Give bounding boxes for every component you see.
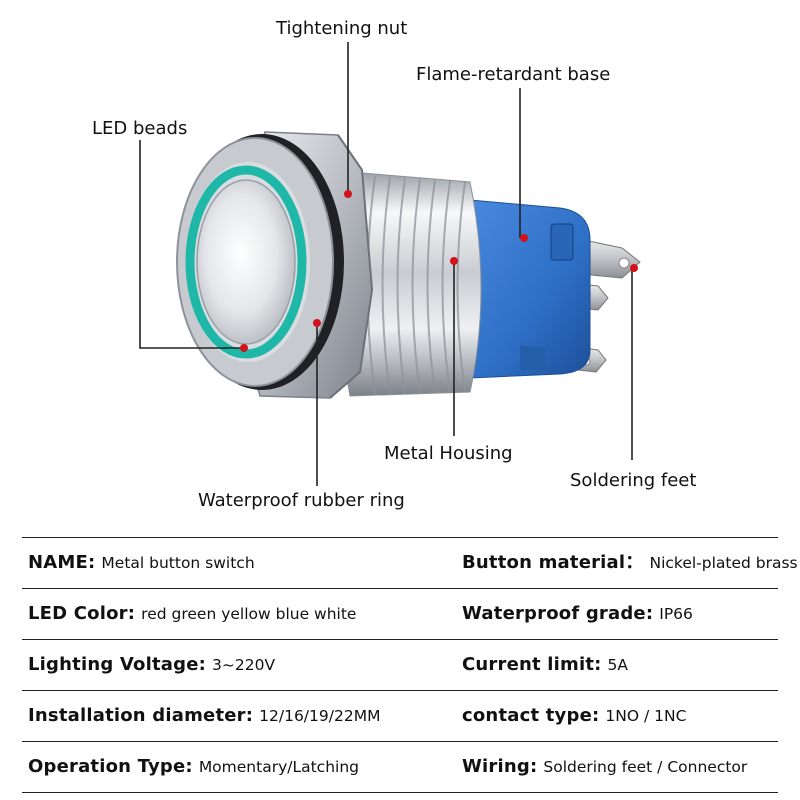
spec-label: Lighting Voltage: xyxy=(28,654,207,675)
spec-value: Metal button switch xyxy=(101,554,255,572)
spec-label: LED Color: xyxy=(28,603,136,624)
callout-soldering-feet: Soldering feet xyxy=(570,470,697,491)
spec-row: Installation diameter: 12/16/19/22MM cont… xyxy=(22,690,778,741)
metal-housing xyxy=(339,171,482,397)
spec-label: contact type: xyxy=(462,705,600,726)
spec-label: Button material： xyxy=(462,552,644,573)
spec-value: Nickel-plated brass xyxy=(649,554,798,572)
callout-tightening-nut: Tightening nut xyxy=(276,18,408,39)
callout-waterproof-rubber-ring: Waterproof rubber ring xyxy=(198,490,405,511)
spec-wiring: Wiring: Soldering feet / Connector xyxy=(462,742,747,792)
spec-value: Momentary/Latching xyxy=(198,758,359,776)
spec-value: Soldering feet / Connector xyxy=(543,758,748,776)
spec-value: 5A xyxy=(607,656,629,674)
spec-lighting-voltage: Lighting Voltage: 3~220V xyxy=(28,640,275,690)
spec-installation-diameter: Installation diameter: 12/16/19/22MM xyxy=(28,691,380,741)
callout-metal-housing: Metal Housing xyxy=(384,443,513,464)
spec-label: Waterproof grade: xyxy=(462,603,654,624)
callout-markers xyxy=(240,190,638,352)
spec-value: 3~220V xyxy=(212,656,276,674)
button-head xyxy=(176,134,344,390)
spec-row: NAME: Metal button switch Button material… xyxy=(22,537,798,588)
spec-label: Operation Type: xyxy=(28,756,193,777)
spec-led-color: LED Color: red green yellow blue white xyxy=(28,589,356,639)
product-illustration: Tightening nut Flame-retardant base LED … xyxy=(92,18,697,511)
spec-label: Current limit: xyxy=(462,654,602,675)
spec-row: Operation Type: Momentary/Latching Wiring… xyxy=(22,741,778,793)
spec-row: Lighting Voltage: 3~220V Current limit: 5A xyxy=(22,639,778,690)
spec-value: 12/16/19/22MM xyxy=(259,707,381,725)
switch-diagram xyxy=(139,42,641,486)
led-ring xyxy=(185,165,307,359)
spec-label: Installation diameter: xyxy=(28,705,254,726)
spec-value: IP66 xyxy=(659,605,693,623)
spec-waterproof-grade: Waterproof grade: IP66 xyxy=(462,589,693,639)
spec-label: NAME: xyxy=(28,552,96,573)
spec-table: NAME: Metal button switch Button material… xyxy=(22,537,798,793)
spec-button-material: Button material： Nickel-plated brass xyxy=(462,538,798,588)
spec-contact-type: contact type: 1NO / 1NC xyxy=(462,691,686,741)
spec-value: 1NO / 1NC xyxy=(605,707,687,725)
leader-lines xyxy=(139,42,633,486)
spec-row: LED Color: red green yellow blue white Wa… xyxy=(22,588,778,639)
spec-name: NAME: Metal button switch xyxy=(28,538,255,588)
spec-label: Wiring: xyxy=(462,756,538,777)
spec-value: red green yellow blue white xyxy=(141,605,357,623)
callout-led-beads: LED beads xyxy=(92,118,188,139)
spec-current-limit: Current limit: 5A xyxy=(462,640,628,690)
callout-flame-retardant-base: Flame-retardant base xyxy=(416,64,611,85)
spec-operation-type: Operation Type: Momentary/Latching xyxy=(28,742,359,792)
